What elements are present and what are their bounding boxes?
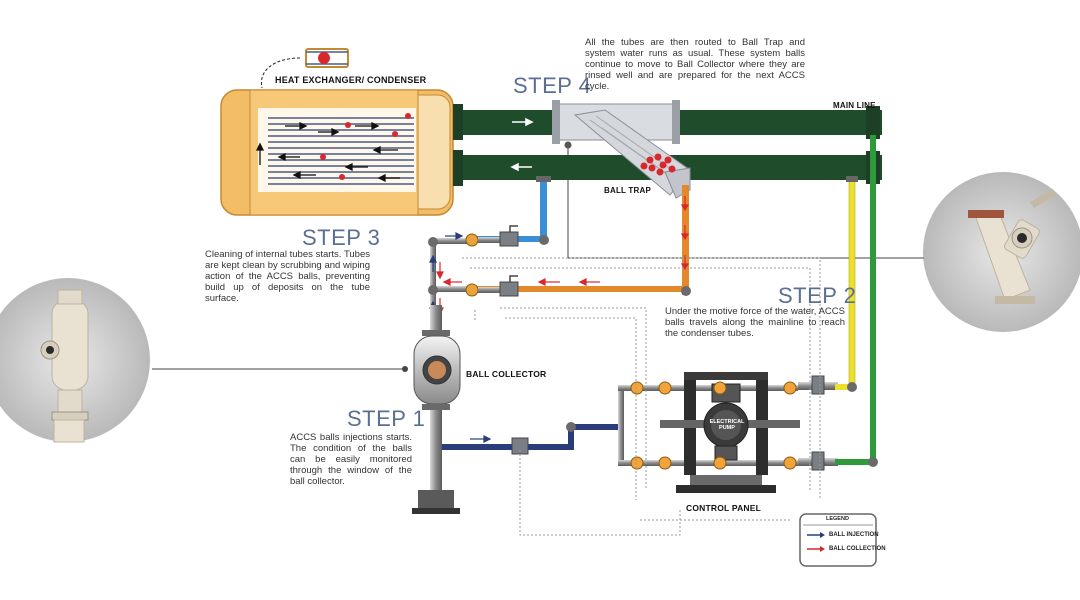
ball-collector-label: BALL COLLECTOR	[466, 369, 547, 379]
step-4-text: All the tubes are then routed to Ball Tr…	[585, 37, 805, 92]
legend-item-ball-collection: BALL COLLECTION	[829, 546, 886, 552]
step-1-title: STEP 1	[347, 406, 426, 431]
step-4-title: STEP 4	[513, 73, 592, 98]
ball-trap	[552, 100, 691, 199]
callout-dot	[402, 366, 408, 372]
supply-pipes	[835, 135, 878, 467]
ball-collector	[412, 305, 461, 514]
control-wiring	[462, 257, 821, 536]
step-2-title: STEP 2	[778, 283, 857, 308]
electrical-pump-label-line1: ELECTRICAL	[709, 419, 745, 425]
callout-dot	[564, 141, 572, 149]
step-2-text: Under the motive force of the water, ACC…	[665, 306, 845, 339]
control-panel-skid	[618, 372, 838, 493]
heat-exchanger-label: HEAT EXCHANGER/ CONDENSER	[275, 75, 427, 85]
electrical-pump-label: ELECTRICAL PUMP	[707, 419, 747, 431]
collection-pipe	[470, 185, 691, 296]
injection-pipe	[442, 422, 618, 455]
main-line-label: MAIN LINE	[833, 101, 876, 110]
heat-exchanger	[220, 89, 454, 216]
step-3-text: Cleaning of internal tubes starts. Tubes…	[205, 249, 370, 304]
ball-trap-photo	[923, 172, 1080, 332]
legend-box	[799, 513, 877, 567]
step-3-title: STEP 3	[302, 225, 381, 250]
legend-item-ball-injection: BALL INJECTION	[829, 532, 879, 538]
control-panel-label: CONTROL PANEL	[686, 503, 762, 513]
electrical-pump-label-line2: PUMP	[719, 425, 735, 431]
ball-collector-photo	[0, 278, 150, 443]
tube-icon	[260, 48, 349, 89]
step-1-text: ACCS balls injections starts. The condit…	[290, 432, 412, 487]
ball-trap-label: BALL TRAP	[604, 186, 651, 195]
legend-title: LEGEND	[826, 516, 849, 522]
